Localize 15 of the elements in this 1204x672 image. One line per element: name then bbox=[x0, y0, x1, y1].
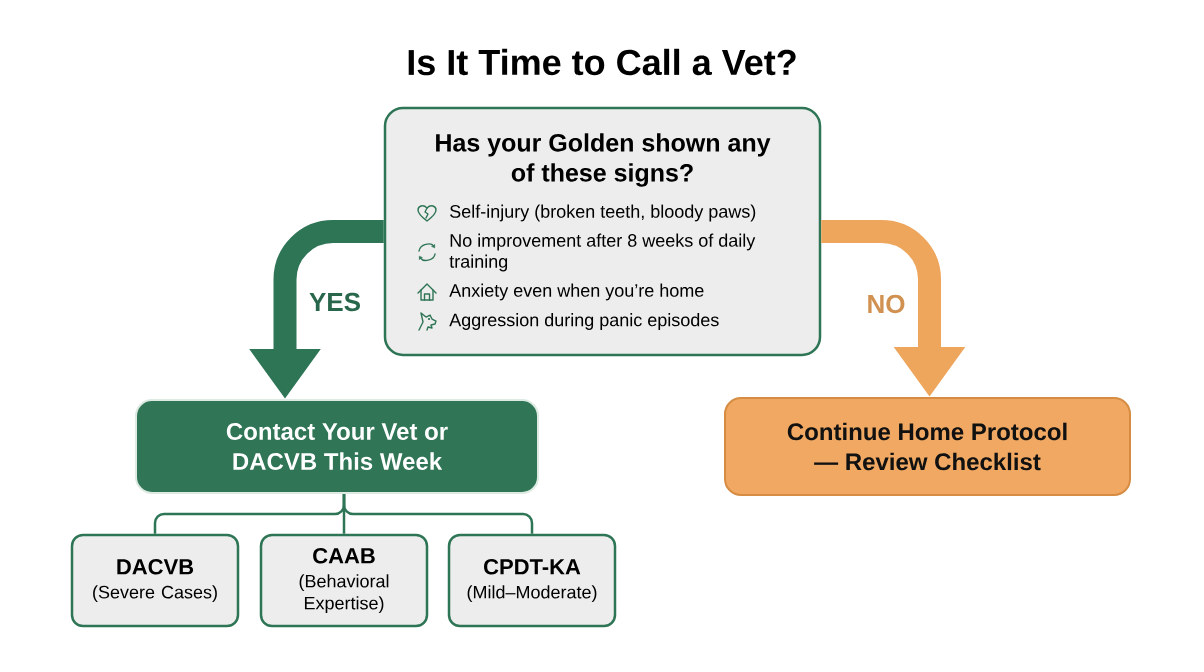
edge-label: YES bbox=[308, 291, 362, 313]
action-box: Contact Your Vet or DACVB This Week bbox=[135, 399, 539, 494]
sign-item: No improvement after 8 weeks of daily training bbox=[449, 233, 756, 272]
edge-label: NO bbox=[865, 293, 907, 315]
specialist-box: CAAB (Behavioral Expertise) bbox=[259, 533, 429, 628]
title: Is It Time to Call a Vet? bbox=[408, 48, 796, 76]
sign-item: Anxiety even when you’re home bbox=[449, 283, 704, 301]
sign-item: Aggression during panic episodes bbox=[449, 313, 719, 330]
question-box bbox=[383, 106, 822, 357]
connector-line bbox=[342, 494, 534, 534]
action-box: Continue Home Protocol — Review Checklist bbox=[724, 397, 1131, 496]
sign-item: Self-injury (broken teeth, bloody paws) bbox=[450, 204, 756, 222]
question-heading: Has your Golden shown any of these signs? bbox=[436, 133, 771, 187]
specialist-box: CPDT-KA (Mild–Moderate) bbox=[447, 533, 617, 628]
specialist-box: DACVB (Severe Cases) bbox=[70, 533, 240, 628]
